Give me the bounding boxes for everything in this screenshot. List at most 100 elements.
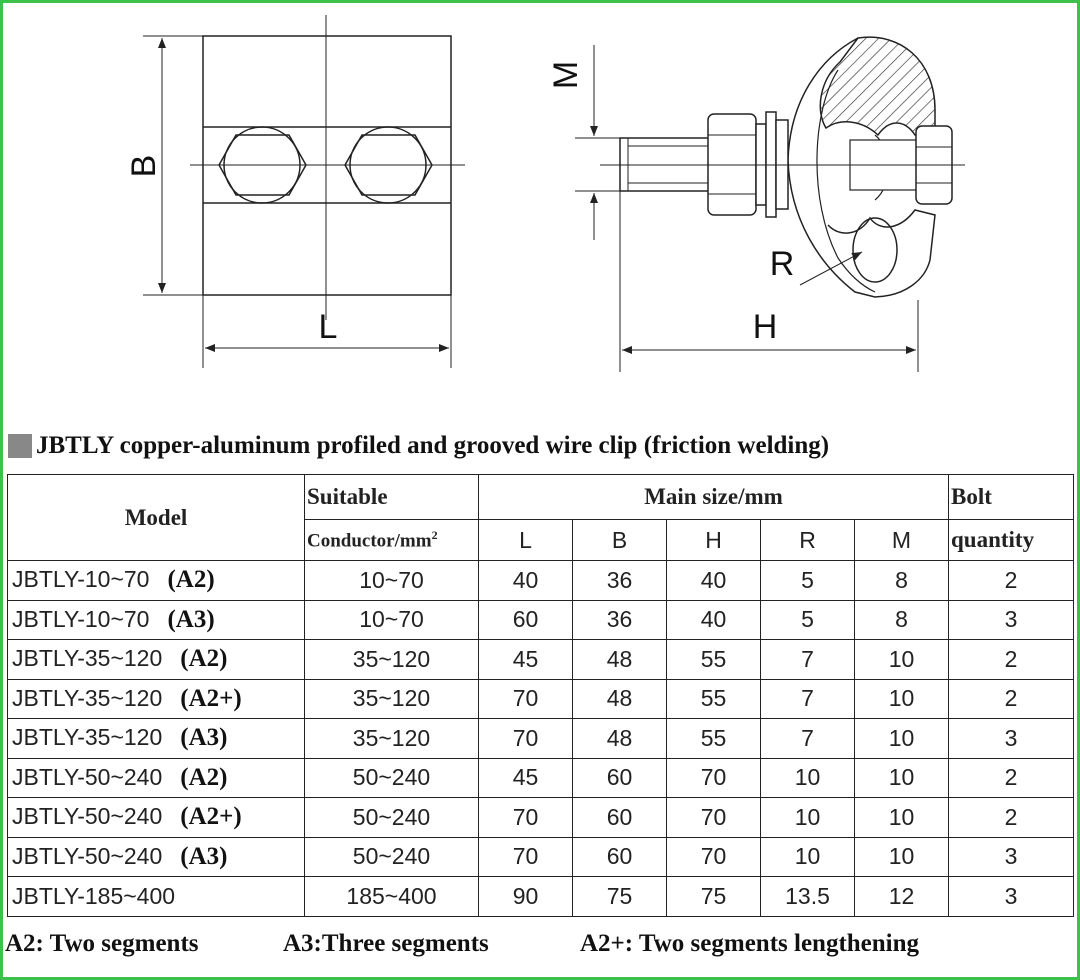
model-suffix: (A2)	[180, 763, 228, 791]
cell-h: 70	[666, 797, 761, 838]
cell-b: 60	[572, 757, 667, 798]
cell-l: 70	[478, 678, 573, 719]
cell-model: JBTLY-50~240 (A3)	[7, 836, 305, 877]
cell-h: 70	[666, 757, 761, 798]
cell-bolts: 2	[948, 757, 1074, 798]
clamp-section-upper	[819, 36, 936, 137]
cell-l: 70	[478, 836, 573, 877]
model-suffix: (A3)	[180, 724, 228, 752]
model-suffix: (A2+)	[180, 684, 242, 712]
cell-bolts: 3	[948, 876, 1074, 917]
cell-h: 55	[666, 639, 761, 680]
header-bolt-2: quantity	[948, 519, 1074, 561]
cell-m: 10	[854, 678, 949, 719]
model-name: JBTLY-10~70	[12, 605, 150, 632]
cell-l: 40	[478, 560, 573, 601]
model-name: JBTLY-50~240	[12, 763, 163, 790]
model-name: JBTLY-35~120	[12, 645, 163, 672]
section-title: JBTLY copper-aluminum profiled and groov…	[8, 430, 829, 462]
cell-m: 10	[854, 797, 949, 838]
cell-r: 7	[760, 639, 855, 680]
cell-h: 40	[666, 560, 761, 601]
title-marker-icon	[8, 434, 32, 458]
model-suffix: (A2)	[167, 566, 215, 594]
technical-drawing: B L	[125, 15, 965, 372]
cell-conductor: 35~120	[304, 678, 479, 719]
cell-bolts: 3	[948, 836, 1074, 877]
cell-l: 70	[478, 718, 573, 759]
cell-b: 48	[572, 718, 667, 759]
hex-nut-left	[218, 134, 307, 196]
cell-b: 48	[572, 639, 667, 680]
model-name: JBTLY-50~240	[12, 803, 163, 830]
model-name: JBTLY-35~120	[12, 684, 163, 711]
header-model: Model	[7, 474, 305, 561]
model-name: JBTLY-10~70	[12, 566, 150, 593]
header-bolt-1: Bolt	[948, 474, 1074, 520]
header-dim-h: H	[666, 519, 761, 561]
cell-h: 55	[666, 678, 761, 719]
footnote-a2: A2: Two segments	[5, 930, 199, 957]
footnote-a3: A3:Three segments	[283, 930, 489, 957]
cell-l: 45	[478, 757, 573, 798]
cell-r: 13.5	[760, 876, 855, 917]
cell-r: 10	[760, 797, 855, 838]
cell-m: 10	[854, 836, 949, 877]
cell-model: JBTLY-35~120 (A2+)	[7, 678, 305, 719]
cell-model: JBTLY-50~240 (A2)	[7, 757, 305, 798]
cell-m: 10	[854, 718, 949, 759]
model-suffix: (A2)	[180, 645, 228, 673]
cell-model: JBTLY-10~70 (A2)	[7, 560, 305, 601]
dim-label-h: H	[753, 308, 778, 346]
cell-conductor: 35~120	[304, 639, 479, 680]
cell-r: 10	[760, 757, 855, 798]
cell-m: 10	[854, 757, 949, 798]
cell-bolts: 2	[948, 678, 1074, 719]
cell-m: 8	[854, 599, 949, 640]
model-name: JBTLY-185~400	[12, 882, 176, 909]
header-dim-m: M	[854, 519, 949, 561]
cell-r: 7	[760, 678, 855, 719]
model-suffix: (A2+)	[180, 803, 242, 831]
cell-h: 55	[666, 718, 761, 759]
cell-b: 36	[572, 599, 667, 640]
cell-b: 75	[572, 876, 667, 917]
cell-l: 90	[478, 876, 573, 917]
cell-model: JBTLY-10~70(A3)	[7, 599, 305, 640]
model-name: JBTLY-50~240	[12, 842, 163, 869]
cell-l: 60	[478, 599, 573, 640]
cell-r: 10	[760, 836, 855, 877]
cell-m: 12	[854, 876, 949, 917]
cell-h: 40	[666, 599, 761, 640]
cell-conductor: 50~240	[304, 797, 479, 838]
cell-conductor: 35~120	[304, 718, 479, 759]
cell-conductor: 185~400	[304, 876, 479, 917]
cell-r: 5	[760, 560, 855, 601]
header-dim-b: B	[572, 519, 667, 561]
cell-model: JBTLY-35~120 (A2)	[7, 639, 305, 680]
header-suitable-2: Conductor/mm2	[304, 519, 479, 561]
front-view	[143, 15, 465, 368]
header-dim-l: L	[478, 519, 573, 561]
cell-b: 48	[572, 678, 667, 719]
footnote-a2plus: A2+: Two segments lengthening	[580, 930, 920, 957]
model-suffix: (A3)	[180, 842, 228, 870]
cell-b: 36	[572, 560, 667, 601]
cell-conductor: 10~70	[304, 560, 479, 601]
cell-l: 70	[478, 797, 573, 838]
cell-bolts: 3	[948, 599, 1074, 640]
cell-m: 8	[854, 560, 949, 601]
spec-table: Model Suitable Main size/mm Bolt Conduct…	[7, 474, 1074, 917]
cell-h: 75	[666, 876, 761, 917]
header-main-size: Main size/mm	[478, 474, 949, 520]
cell-bolts: 2	[948, 639, 1074, 680]
cell-r: 7	[760, 718, 855, 759]
dim-label-r: R	[770, 245, 795, 283]
